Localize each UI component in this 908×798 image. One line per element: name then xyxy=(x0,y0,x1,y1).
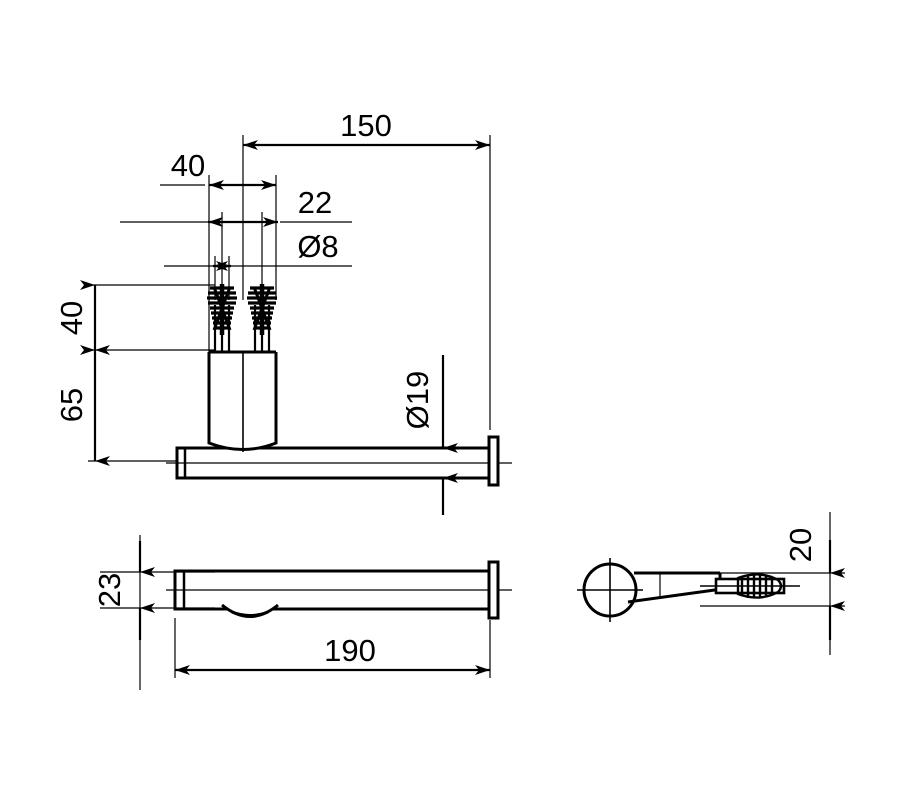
side-view-anchor xyxy=(700,573,800,599)
dimension-65: 65 xyxy=(54,345,110,466)
dimension-22-label: 22 xyxy=(298,185,332,220)
bar-end-cap xyxy=(487,435,500,487)
bottom-view-end-cap xyxy=(487,560,500,620)
side-view: 20 xyxy=(577,512,845,655)
front-view: 150 40 22 Ø8 40 xyxy=(54,108,512,515)
dimension-22: 22 xyxy=(208,185,332,227)
dimension-diameter-8: Ø8 xyxy=(213,229,339,271)
dimension-20: 20 xyxy=(783,528,845,640)
bottom-view: 23 190 xyxy=(92,535,512,690)
side-view-taper-edge xyxy=(627,587,723,604)
dimension-190-label: 190 xyxy=(324,633,376,668)
front-view-bar xyxy=(166,435,512,487)
dimension-150-label: 150 xyxy=(340,108,392,143)
wall-plug-right xyxy=(247,284,277,352)
dimension-23-label: 23 xyxy=(92,573,127,607)
anchor-collar xyxy=(736,573,783,599)
dimension-diameter-19: Ø19 xyxy=(400,355,458,515)
dimension-40-vertical-label: 40 xyxy=(54,301,89,335)
dimension-40-horizontal-label: 40 xyxy=(171,148,205,183)
dimension-65-label: 65 xyxy=(54,388,89,422)
dimension-diameter-8-label: Ø8 xyxy=(297,229,338,264)
bottom-view-boss-inner xyxy=(231,610,269,617)
dimension-23: 23 xyxy=(92,541,155,640)
dimension-40-horizontal: 40 xyxy=(171,148,276,190)
dimension-150: 150 xyxy=(243,108,490,150)
anchor-ribs xyxy=(740,575,774,598)
dimension-40-vertical: 40 xyxy=(54,280,110,355)
front-view-post xyxy=(207,350,278,452)
dimension-20-label: 20 xyxy=(783,528,818,562)
dimension-diameter-19-label: Ø19 xyxy=(400,371,435,430)
dimension-190: 190 xyxy=(175,633,490,675)
